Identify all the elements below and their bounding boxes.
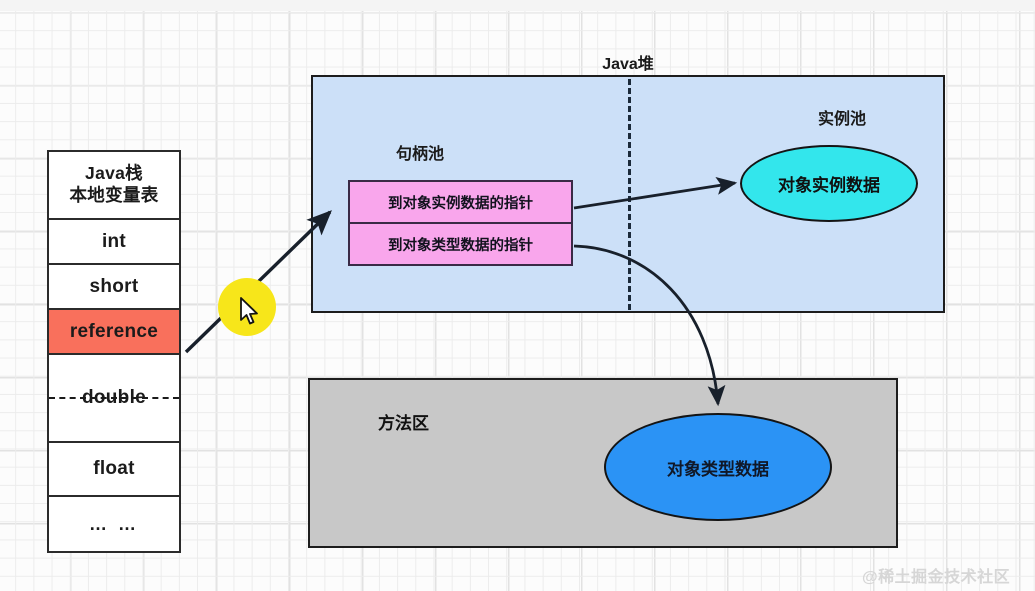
method-area-label: 方法区 [378,414,429,433]
stack-row-header: Java栈 本地变量表 [49,152,179,220]
stack-row-int: int [49,220,179,265]
java-stack-table: Java栈 本地变量表 int short reference double f… [47,150,181,553]
strikethrough-wrapper: double [48,387,180,409]
object-class-data-ellipse: 对象类型数据 [604,413,832,521]
stack-row-double: double [48,355,180,443]
stack-row-label: float [93,458,135,479]
mouse-cursor-icon [240,297,258,325]
handle-row-label: 到对象实例数据的指针 [388,195,533,212]
stack-row-label: reference [69,320,159,342]
heap-divider-dashed-line [628,79,631,310]
stack-row-label: short [89,275,139,297]
java-heap-title: Java堆 [602,56,654,73]
stack-row-ellipsis: … … [49,497,179,551]
dashed-strike-line [48,397,180,399]
object-instance-data-label: 对象实例数据 [778,176,880,195]
stack-row-float: float [49,443,179,497]
handle-row-instance-pointer: 到对象实例数据的指针 [350,182,571,224]
object-class-data-label: 对象类型数据 [667,459,769,479]
instance-pool-label: 实例池 [818,111,867,128]
stack-header-line2: 本地变量表 [69,185,159,205]
stack-row-label: int [101,230,127,252]
handle-row-label: 到对象类型数据的指针 [388,237,533,254]
object-instance-data-ellipse: 对象实例数据 [740,145,918,222]
handle-box: 到对象实例数据的指针 到对象类型数据的指针 [348,180,573,266]
handle-pool-label: 句柄池 [396,146,445,163]
stack-header-line1: Java栈 [85,163,143,184]
watermark: @稀土掘金技术社区 [862,569,1011,586]
stack-row-reference[interactable]: reference [49,310,179,355]
stack-row-label: … … [88,513,139,534]
stack-row-short: short [49,265,179,310]
top-strip [0,0,1035,11]
handle-row-class-pointer: 到对象类型数据的指针 [350,224,571,264]
